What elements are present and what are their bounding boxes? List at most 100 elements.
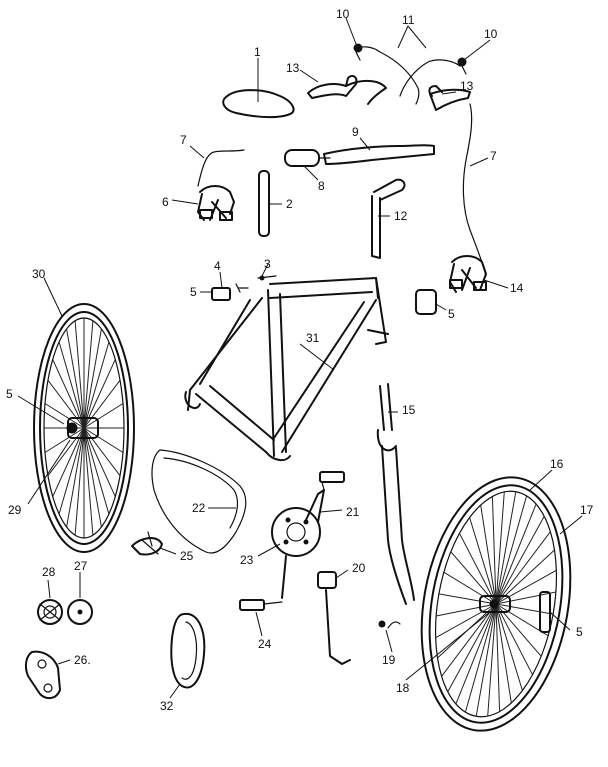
front-wheel-spokes [44,318,124,538]
callout-1: 1 [254,45,261,59]
spoke [83,328,102,429]
spoke [487,603,497,717]
callout-5-front-hub: 5 [6,387,13,401]
spoke [495,603,533,675]
callout-20: 20 [352,561,366,575]
spoke [47,427,85,477]
callout-3: 3 [264,257,271,271]
rear-brake-caliper [449,255,487,293]
callout-5-rear-hub: 5 [576,625,583,639]
callout-5-rear-reflector: 5 [448,307,455,321]
callout-22: 22 [192,501,206,515]
callout-labels: 1 2 3 4 5 5 5 5 6 7 7 8 9 10 10 11 12 13… [6,7,594,713]
spoke [495,491,505,605]
seat-clamp-reflector [211,283,249,301]
spoke [495,591,556,605]
spoke [52,359,85,429]
spoke [74,320,85,429]
right-crank [305,489,325,523]
callout-19: 19 [382,653,396,667]
spoke [441,603,497,677]
spoke [83,427,116,497]
spoke [44,427,85,453]
spoke [469,517,497,605]
derailleur [131,531,163,556]
callout-7-right: 7 [490,149,497,163]
spoke [495,569,557,605]
right-pedal [319,471,345,491]
callout-31: 31 [306,331,320,345]
spoke [83,427,110,515]
stem [371,178,406,259]
brake-cable-set [353,43,467,105]
spoke [447,603,497,693]
spoke [455,603,497,705]
spoke [495,515,545,605]
spoke [47,379,85,429]
spoke [495,503,537,605]
right-brake-lever [428,85,471,111]
rear-brake-cable [462,103,487,277]
spoke [44,403,85,429]
callout-32: 32 [160,699,174,713]
callout-9: 9 [352,125,359,139]
callout-11: 11 [402,13,415,27]
front-fork [376,383,415,605]
spoke [58,427,85,515]
front-brake-cable [197,149,245,187]
seat-post [258,170,270,237]
spoke [495,603,501,712]
left-crank [281,555,287,599]
spoke [52,427,85,497]
spoke [83,427,102,528]
callout-6: 6 [162,195,169,209]
left-pedal [239,599,283,611]
spoke [475,603,497,717]
spoke [83,427,121,477]
freewheel [37,599,63,625]
spoke [74,427,85,536]
callout-10-left: 10 [336,7,350,21]
callout-8: 8 [318,179,325,193]
spoke [459,533,497,605]
saddle [222,89,295,119]
leader-lines [17,17,583,699]
inner-tube [170,612,206,689]
spoke [58,341,85,429]
callout-16: 16 [550,457,564,471]
spoke [491,496,497,605]
rear-wheel [420,476,572,732]
derailleur-cage [24,650,61,700]
callout-4: 4 [214,259,221,273]
callout-5-seat-clamp: 5 [190,285,197,299]
callout-18: 18 [396,681,410,695]
callout-15: 15 [402,403,416,417]
spoke [83,403,124,429]
spoke [480,505,497,605]
chain [151,449,247,554]
callout-24: 24 [258,637,272,651]
callout-26: 26. [74,653,91,667]
spoke [495,531,551,605]
spoke [83,427,94,536]
spoke [495,603,554,615]
spoke [438,593,497,605]
kickstand [317,571,351,665]
spoke [495,491,517,605]
front-brake-caliper [197,185,235,221]
bicycle-frame [184,277,389,462]
callout-29: 29 [8,503,22,517]
spoke [83,320,94,429]
axle-bolt [378,620,401,629]
callout-13-left: 13 [286,61,300,75]
callout-2: 2 [286,197,293,211]
spoke [495,603,523,691]
callout-21: 21 [346,505,360,519]
spoke [66,328,85,429]
callout-12: 12 [394,209,408,223]
handlebar [323,144,435,165]
chainwheel [271,507,321,557]
spoke [495,495,528,605]
